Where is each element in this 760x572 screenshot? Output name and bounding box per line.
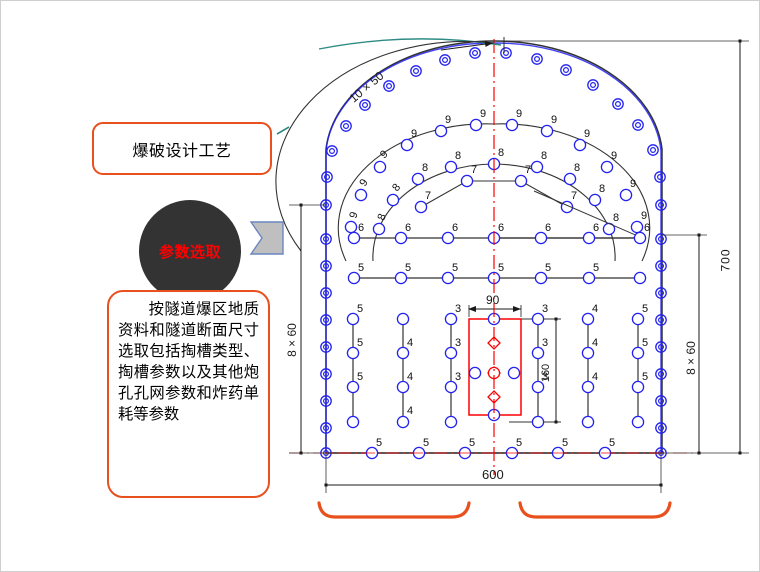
- svg-text:5: 5: [545, 262, 551, 274]
- centerline: [289, 39, 701, 475]
- hole-row-6: 6 6 6 6 6 6 6: [347, 190, 650, 245]
- svg-text:9: 9: [584, 128, 590, 140]
- flow-arrow[interactable]: [249, 221, 284, 255]
- width-dimension: [324, 453, 663, 493]
- hole-column-4-right: 4 4 4: [581, 303, 598, 429]
- svg-text:4: 4: [592, 371, 598, 383]
- svg-text:5: 5: [358, 262, 364, 274]
- hole-column-3-left: 3 3 3: [444, 303, 461, 429]
- svg-text:9: 9: [516, 108, 522, 120]
- svg-text:4: 4: [407, 337, 413, 349]
- hole-column-4-left: 4 4 4: [396, 312, 413, 429]
- svg-text:3: 3: [455, 303, 461, 315]
- svg-text:8: 8: [498, 147, 504, 159]
- svg-text:5: 5: [357, 371, 363, 383]
- svg-text:4: 4: [407, 405, 413, 417]
- svg-text:9: 9: [480, 108, 486, 120]
- stage-label-text: 参数选取: [158, 243, 221, 261]
- svg-text:9: 9: [357, 177, 370, 189]
- dim-total-height: 700: [718, 248, 733, 272]
- svg-text:9: 9: [551, 114, 557, 126]
- dim-wall-height-left: 8 × 60: [284, 323, 299, 357]
- svg-text:6: 6: [452, 222, 458, 234]
- hole-column-5-left: 5 5 5: [346, 303, 363, 429]
- svg-text:7: 7: [571, 190, 577, 202]
- svg-text:8: 8: [541, 150, 547, 162]
- svg-text:9: 9: [641, 210, 647, 222]
- svg-text:8: 8: [390, 182, 403, 194]
- svg-text:6: 6: [644, 222, 650, 234]
- svg-text:4: 4: [592, 337, 598, 349]
- svg-text:8: 8: [574, 162, 580, 174]
- svg-text:5: 5: [423, 437, 429, 449]
- svg-text:5: 5: [498, 262, 504, 274]
- svg-text:9: 9: [411, 128, 417, 140]
- svg-text:9: 9: [611, 150, 617, 162]
- svg-text:5: 5: [642, 303, 648, 315]
- hole-column-3-right: 3 3 3: [509, 303, 561, 429]
- svg-text:6: 6: [405, 222, 411, 234]
- svg-text:7: 7: [425, 190, 431, 202]
- svg-text:5: 5: [405, 262, 411, 274]
- svg-text:8: 8: [376, 212, 389, 222]
- orange-brackets: [317, 501, 672, 519]
- hole-arc-9: 9 9 9 9 9 9 9 9 9 9 9 9: [337, 108, 651, 262]
- svg-text:4: 4: [407, 371, 413, 383]
- dim-wall-height-right: 8 × 60: [683, 341, 698, 375]
- svg-text:6: 6: [498, 222, 504, 234]
- svg-text:9: 9: [347, 210, 360, 220]
- svg-text:6: 6: [593, 222, 599, 234]
- cut-area: [468, 305, 522, 422]
- svg-text:3: 3: [455, 337, 461, 349]
- arch-spacing-dimension: [275, 37, 505, 252]
- contour-holes: [320, 47, 667, 459]
- svg-text:8: 8: [422, 162, 428, 174]
- hole-row-7: 7 7 7 7: [414, 164, 577, 214]
- svg-text:5: 5: [469, 437, 475, 449]
- left-height-dimension: [289, 203, 326, 455]
- svg-text:5: 5: [609, 437, 615, 449]
- svg-text:5: 5: [642, 337, 648, 349]
- svg-text:9: 9: [445, 114, 451, 126]
- svg-text:3: 3: [455, 371, 461, 383]
- stage-circle[interactable]: 参数选取: [139, 200, 241, 302]
- dim-cut-width: 90: [486, 293, 500, 307]
- hole-row-5-upper: 5 5 5 5 5 5: [347, 262, 647, 285]
- process-title-text: 爆破设计工艺: [132, 142, 232, 160]
- svg-text:4: 4: [592, 303, 598, 315]
- svg-text:8: 8: [613, 212, 619, 224]
- svg-text:5: 5: [452, 262, 458, 274]
- svg-text:5: 5: [642, 371, 648, 383]
- hole-column-5-right: 5 5 5: [631, 303, 648, 429]
- svg-text:7: 7: [471, 164, 477, 176]
- svg-text:5: 5: [376, 437, 382, 449]
- svg-text:8: 8: [599, 183, 605, 195]
- svg-text:8: 8: [455, 150, 461, 162]
- svg-text:5: 5: [357, 337, 363, 349]
- description-box: 按隧道爆区地质资料和隧道断面尺寸选取包括掏槽类型、掏槽参数以及其他炮孔孔网参数和…: [107, 290, 270, 498]
- svg-text:5: 5: [516, 437, 522, 449]
- svg-text:7: 7: [525, 164, 531, 176]
- dim-total-width: 600: [482, 467, 504, 482]
- description-text: 按隧道爆区地质资料和隧道断面尺寸选取包括掏槽类型、掏槽参数以及其他炮孔孔网参数和…: [118, 301, 259, 423]
- svg-text:5: 5: [593, 262, 599, 274]
- svg-text:6: 6: [358, 222, 364, 234]
- svg-text:5: 5: [562, 437, 568, 449]
- svg-text:3: 3: [542, 371, 548, 383]
- title-connector: [276, 126, 290, 135]
- height-dimensions: [494, 39, 749, 455]
- dim-cut-height: 160: [540, 363, 553, 383]
- svg-text:3: 3: [542, 337, 548, 349]
- process-title-box: 爆破设计工艺: [92, 122, 272, 175]
- svg-text:5: 5: [357, 303, 363, 315]
- svg-text:3: 3: [542, 303, 548, 315]
- svg-text:6: 6: [545, 222, 551, 234]
- svg-text:9: 9: [630, 178, 636, 190]
